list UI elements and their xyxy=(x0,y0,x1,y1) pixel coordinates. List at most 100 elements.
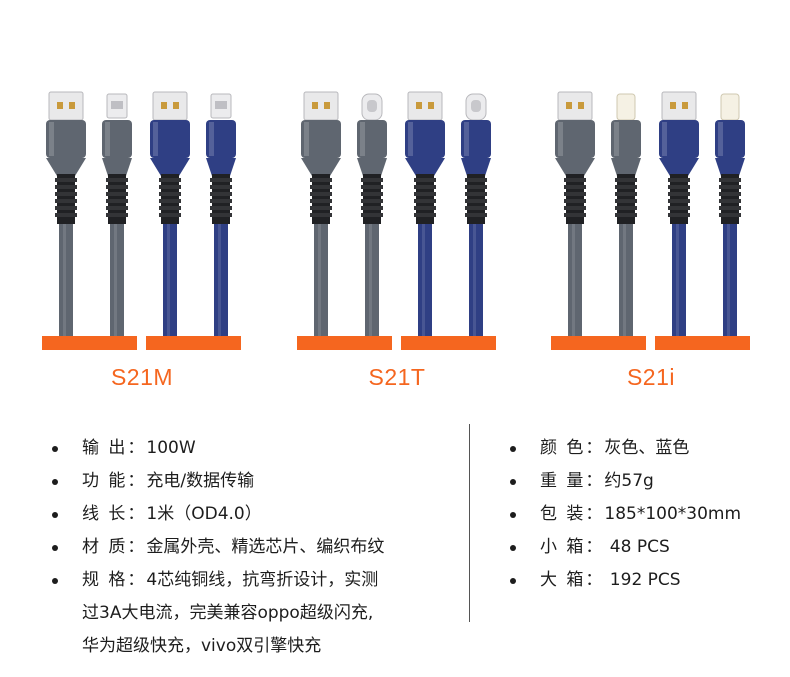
cable-illustration xyxy=(555,91,745,336)
strain-relief-rib xyxy=(615,206,637,210)
model-label-s21t: S21T xyxy=(368,364,426,390)
connector-neck xyxy=(102,158,132,176)
stand-left xyxy=(42,336,137,350)
strain-relief-rib xyxy=(668,199,690,203)
spec-material: 材 质：金属外壳、精选芯片、编织布纹 xyxy=(52,531,452,564)
model-label-s21i: S21i xyxy=(626,364,676,390)
strain-relief-rib xyxy=(159,199,181,203)
stand-right xyxy=(655,336,750,350)
strain-relief-rib xyxy=(106,199,128,203)
connector-neck xyxy=(555,158,595,176)
strain-relief-rib xyxy=(465,192,487,196)
strain-relief-rib xyxy=(615,185,637,189)
braided-cable xyxy=(59,224,73,336)
connector-neck xyxy=(659,158,699,176)
usb-contact xyxy=(578,102,584,109)
braided-cable xyxy=(469,224,483,336)
spec-value: 1米（OD4.0） xyxy=(146,504,262,524)
usb-a-plug xyxy=(661,91,697,121)
usb-contact xyxy=(173,102,179,109)
spec-label: 大 箱： xyxy=(540,570,605,590)
stand-left xyxy=(551,336,646,350)
bullet-icon xyxy=(510,512,516,518)
lightning-plug xyxy=(616,93,636,121)
cable-illustration xyxy=(301,91,491,336)
plug-contact xyxy=(367,100,377,112)
braided-cable xyxy=(163,224,177,336)
braided-cable xyxy=(568,224,582,336)
usb-a-cable xyxy=(46,91,86,336)
product-group-s21i xyxy=(551,86,751,356)
shell-highlight xyxy=(718,122,723,156)
cable-highlight xyxy=(218,224,221,336)
connector-shell xyxy=(357,120,387,158)
spec-label: 颜 色： xyxy=(540,438,605,458)
shell-highlight xyxy=(614,122,619,156)
connector-neck xyxy=(715,158,745,176)
usb-contact xyxy=(161,102,167,109)
strain-relief-rib xyxy=(564,206,586,210)
strain-relief-rib xyxy=(719,213,741,217)
strain-relief-rib xyxy=(106,213,128,217)
strain-relief-rib xyxy=(159,185,181,189)
braided-cable xyxy=(672,224,686,336)
strain-relief-rib xyxy=(310,185,332,189)
usb-a-cable xyxy=(405,91,445,336)
spec-value: 充电/数据传输 xyxy=(146,471,255,491)
spec-specification: 规 格：4芯纯铜线，抗弯折设计，实测 xyxy=(52,564,452,597)
spec-label: 规 格： xyxy=(82,570,147,590)
device-cable xyxy=(206,93,236,336)
connector-shell xyxy=(301,120,341,158)
usb-contact xyxy=(324,102,330,109)
spec-length: 线 长：1米（OD4.0） xyxy=(52,498,452,531)
strain-relief-rib xyxy=(668,178,690,182)
cable-highlight xyxy=(167,224,170,336)
strain-relief-rib xyxy=(106,185,128,189)
product-group-s21t xyxy=(297,86,497,356)
spec-value: 金属外壳、精选芯片、编织布纹 xyxy=(146,537,385,557)
strain-relief-rib xyxy=(668,192,690,196)
shell-highlight xyxy=(360,122,365,156)
spec-output: 输 出：100W xyxy=(52,432,452,465)
strain-relief-rib xyxy=(159,206,181,210)
strain-relief-rib xyxy=(564,199,586,203)
bullet-icon xyxy=(52,545,58,551)
strain-relief-rib xyxy=(465,199,487,203)
strain-relief-rib xyxy=(564,185,586,189)
connector-shell xyxy=(461,120,491,158)
spec-value: 约57g xyxy=(604,471,654,491)
cable-highlight xyxy=(473,224,476,336)
strain-relief-rib xyxy=(719,192,741,196)
braided-cable xyxy=(418,224,432,336)
strain-relief-rib xyxy=(55,206,77,210)
connector-shell xyxy=(555,120,595,158)
device-cable xyxy=(357,93,387,336)
strain-relief-rib xyxy=(465,206,487,210)
divider xyxy=(469,424,470,622)
strain-relief-rib xyxy=(159,192,181,196)
usb-a-cable xyxy=(301,91,341,336)
spec-label: 材 质： xyxy=(82,537,147,557)
strain-relief-rib xyxy=(719,178,741,182)
shell-highlight xyxy=(49,122,54,156)
strain-relief-rib xyxy=(210,213,232,217)
strain-relief-rib xyxy=(414,178,436,182)
shell-highlight xyxy=(662,122,667,156)
braided-cable xyxy=(723,224,737,336)
strain-relief-rib xyxy=(719,185,741,189)
strain-relief-rib xyxy=(361,178,383,182)
braided-cable xyxy=(619,224,633,336)
usb-a-plug xyxy=(152,91,188,121)
strain-relief-rib xyxy=(564,192,586,196)
braided-cable xyxy=(214,224,228,336)
strain-relief-rib xyxy=(615,199,637,203)
strain-relief-rib xyxy=(564,213,586,217)
stand-right xyxy=(401,336,496,350)
spec-small-box: 小 箱： 48 PCS xyxy=(510,531,780,564)
spec-value: 4芯纯铜线，抗弯折设计，实测 xyxy=(146,570,379,590)
cable-highlight xyxy=(623,224,626,336)
strain-relief-rib xyxy=(55,199,77,203)
spec-value: 100W xyxy=(146,438,196,458)
connector-shell xyxy=(405,120,445,158)
cable-highlight xyxy=(369,224,372,336)
